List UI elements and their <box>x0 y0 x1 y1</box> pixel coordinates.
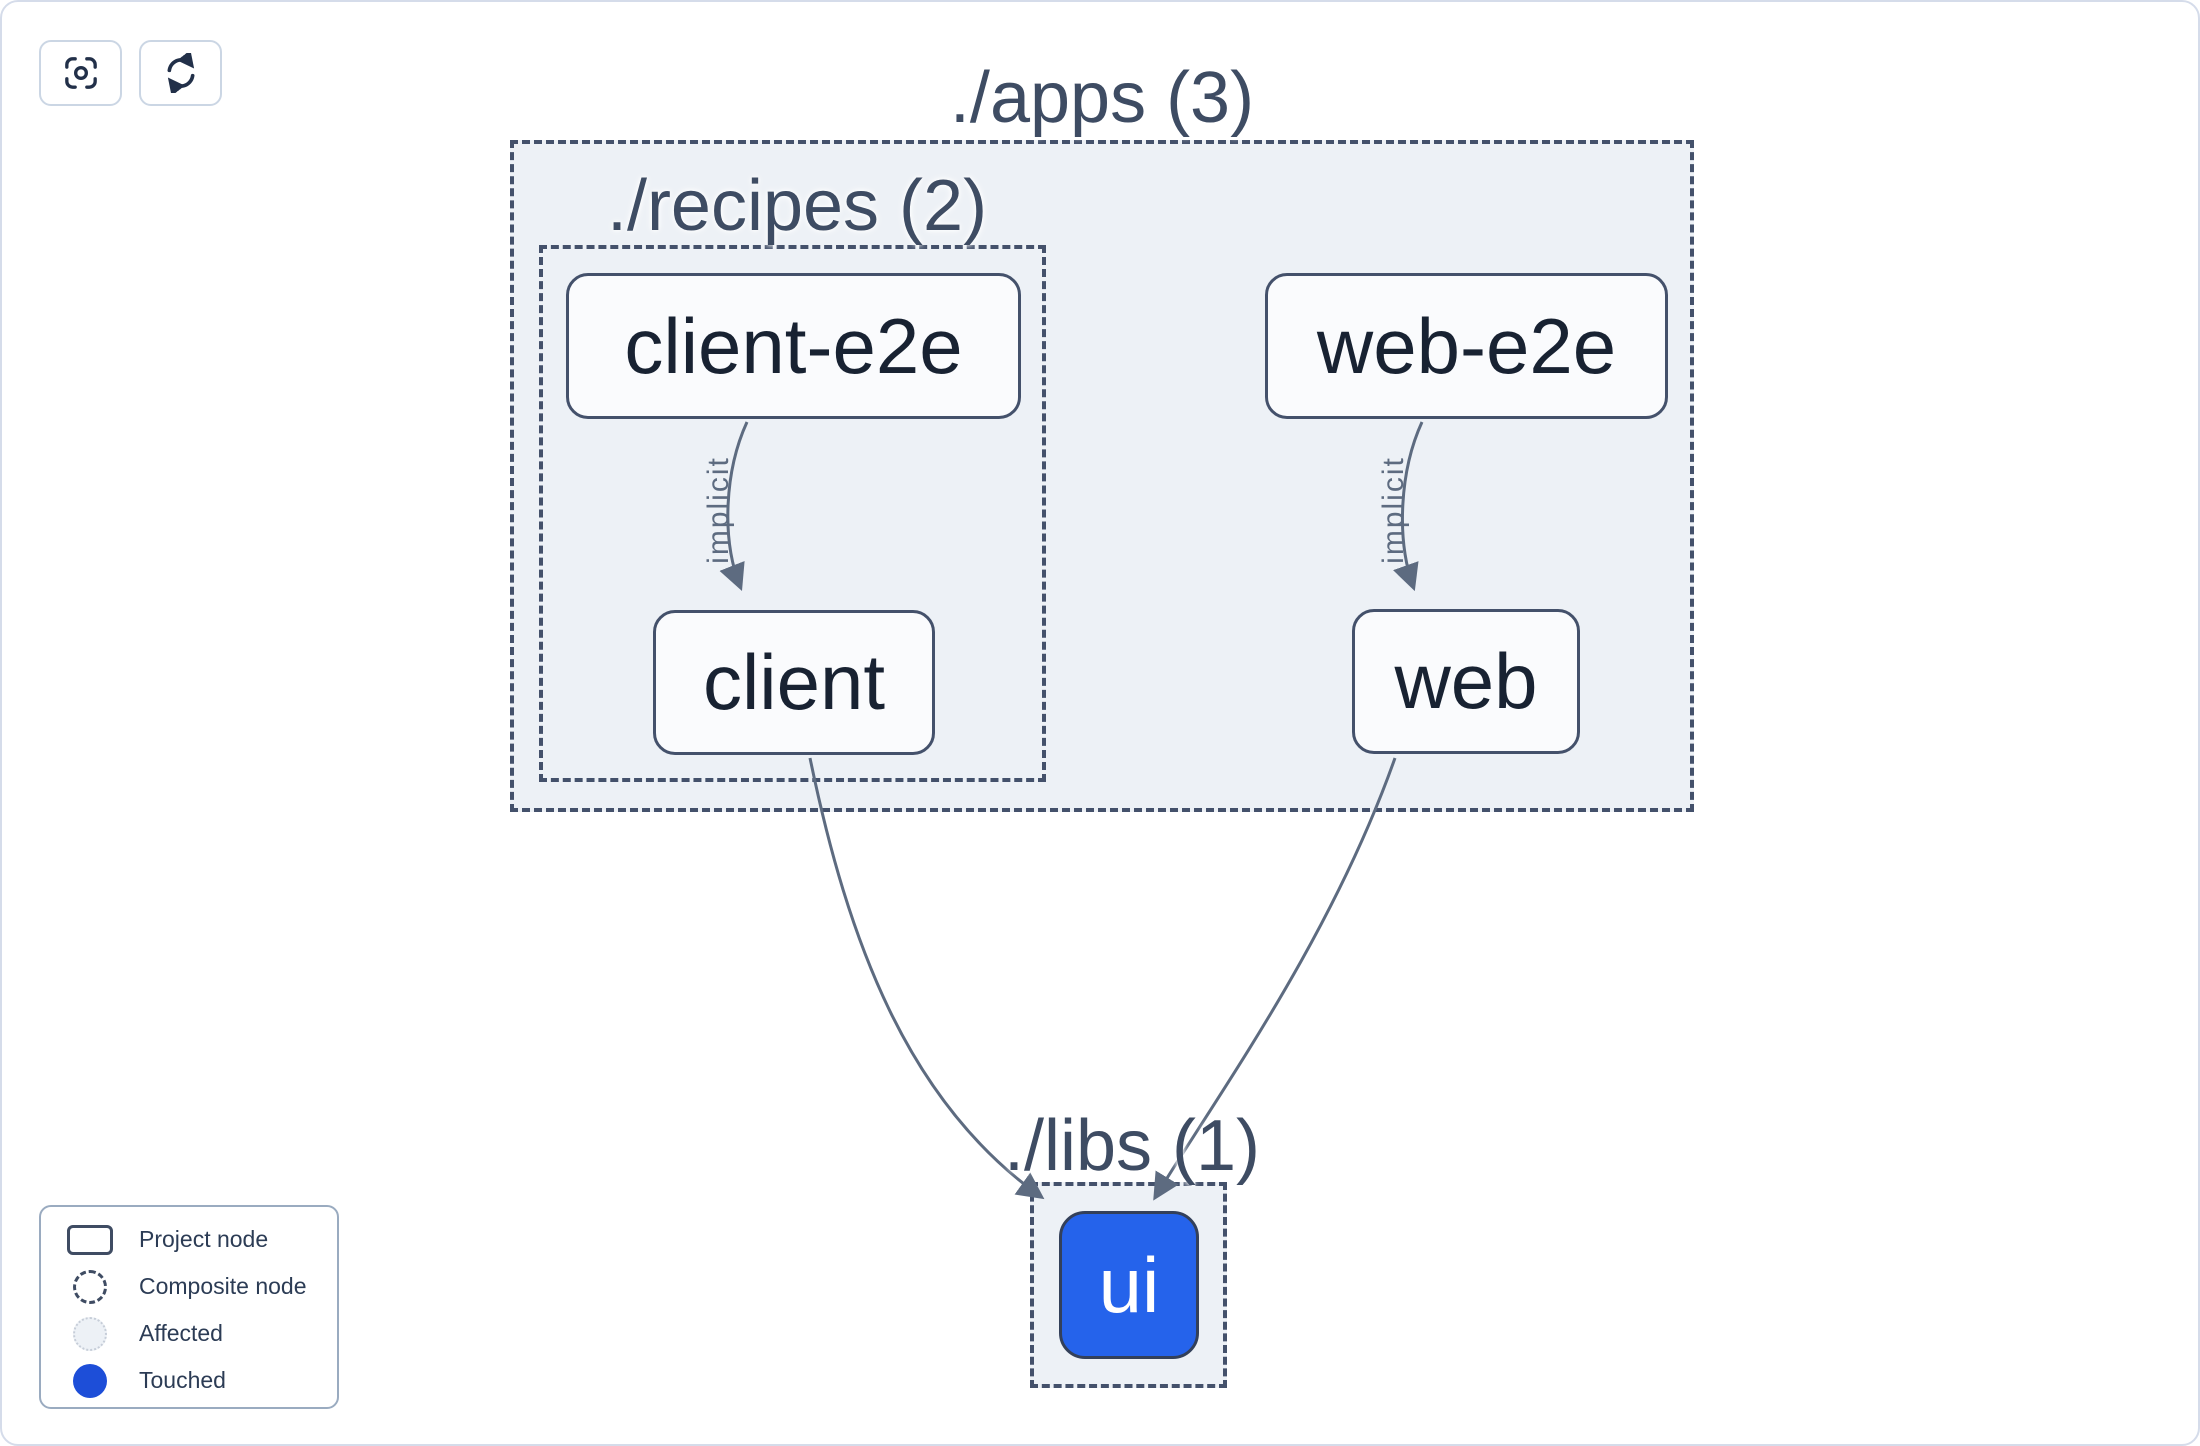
node-web[interactable]: web <box>1352 609 1580 754</box>
group-label-recipes[interactable]: ./recipes (2) <box>606 166 988 246</box>
node-client[interactable]: client <box>653 610 935 755</box>
node-label-web: web <box>1394 637 1538 725</box>
node-label-web-e2e: web-e2e <box>1316 301 1617 390</box>
group-label-libs[interactable]: ./libs (1) <box>1003 1106 1261 1186</box>
node-ui[interactable]: ui <box>1059 1211 1199 1359</box>
legend-label: Project node <box>139 1226 269 1252</box>
legend-item-project-node: Project node <box>41 1216 337 1263</box>
group-label-apps[interactable]: ./apps (3) <box>949 58 1255 138</box>
node-label-client-e2e: client-e2e <box>624 301 963 390</box>
project-node-swatch-icon <box>67 1224 113 1255</box>
refresh-graph-button[interactable] <box>139 40 222 106</box>
touched-swatch-icon <box>73 1363 107 1398</box>
edge-label-implicit-web: implicit <box>1377 456 1410 564</box>
node-client-e2e[interactable]: client-e2e <box>566 273 1021 419</box>
legend-label: Touched <box>139 1367 226 1393</box>
legend-item-composite-node: Composite node <box>41 1263 337 1310</box>
node-web-e2e[interactable]: web-e2e <box>1265 273 1668 419</box>
legend-label: Affected <box>139 1320 223 1346</box>
focus-icon <box>61 53 101 93</box>
refresh-icon <box>161 53 201 93</box>
edge-label-implicit-client: implicit <box>702 456 735 564</box>
legend-item-affected: Affected <box>41 1310 337 1357</box>
node-label-ui: ui <box>1098 1240 1160 1329</box>
affected-swatch-icon <box>73 1316 107 1351</box>
node-label-client: client <box>702 638 886 726</box>
legend-panel: Project node Composite node Affected Tou… <box>39 1205 339 1409</box>
legend-item-touched: Touched <box>41 1357 337 1404</box>
center-graph-button[interactable] <box>39 40 122 106</box>
composite-node-swatch-icon <box>73 1269 107 1304</box>
legend-label: Composite node <box>139 1273 307 1299</box>
